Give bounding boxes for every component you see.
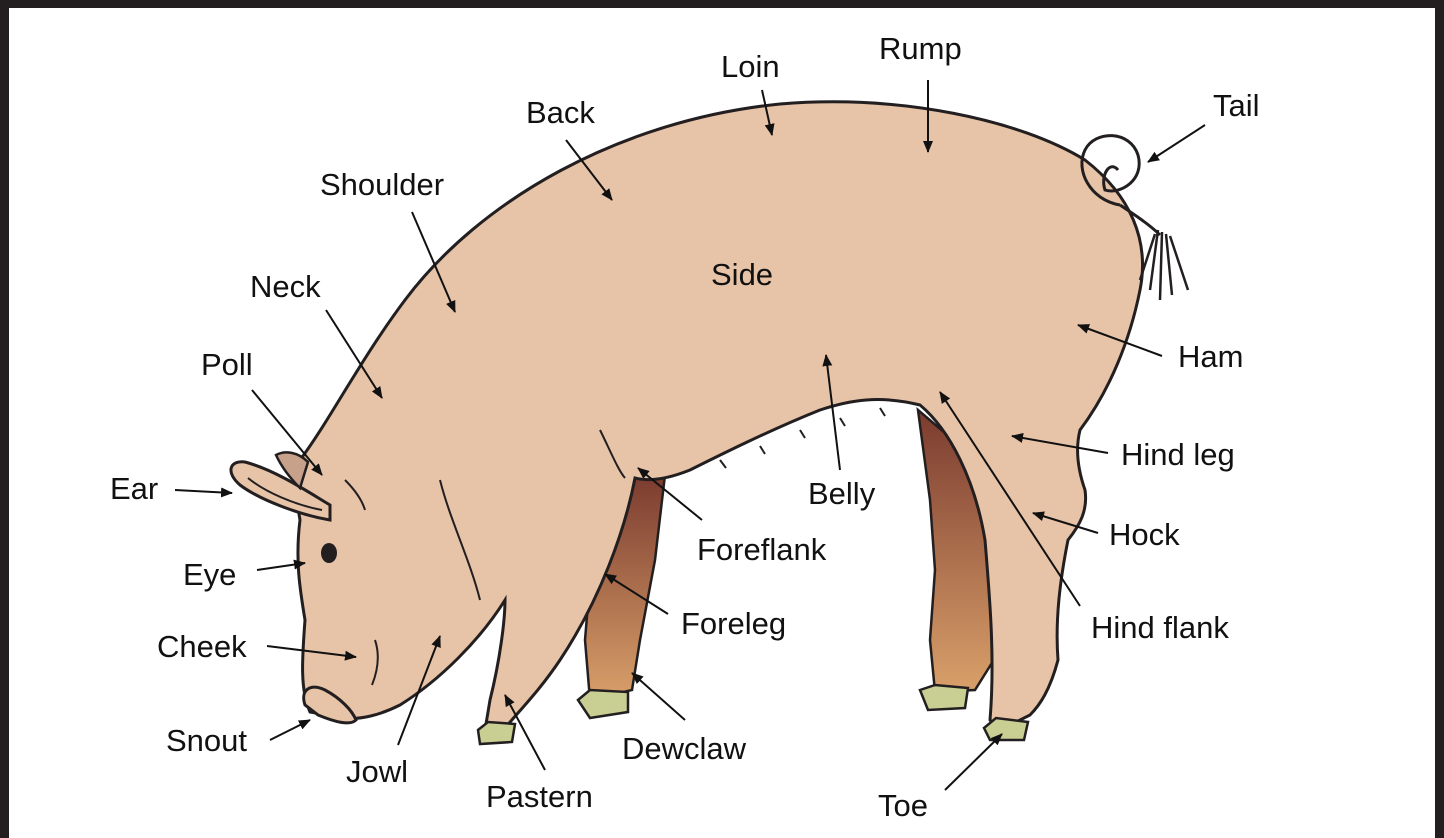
- label-tail: Tail: [1213, 90, 1260, 121]
- near-hind-hoof: [984, 718, 1028, 740]
- label-loin: Loin: [721, 51, 780, 82]
- label-eye: Eye: [183, 559, 236, 590]
- arrow-ear: [175, 490, 232, 493]
- far-foreleg-hoof: [578, 690, 628, 718]
- label-dewclaw: Dewclaw: [622, 733, 746, 764]
- label-snout: Snout: [166, 725, 247, 756]
- label-pastern: Pastern: [486, 781, 593, 812]
- label-foreleg: Foreleg: [681, 608, 786, 639]
- label-ham: Ham: [1178, 341, 1243, 372]
- label-side: Side: [711, 259, 773, 290]
- tail-tassel: [1140, 230, 1188, 300]
- label-toe: Toe: [878, 790, 928, 821]
- label-belly: Belly: [808, 478, 875, 509]
- arrow-toe: [945, 734, 1002, 790]
- label-ear: Ear: [110, 473, 158, 504]
- label-back: Back: [526, 97, 595, 128]
- label-cheek: Cheek: [157, 631, 247, 662]
- far-hindleg-hoof: [920, 685, 968, 710]
- arrow-dewclaw: [632, 673, 685, 720]
- label-hind-flank: Hind flank: [1091, 612, 1229, 643]
- label-rump: Rump: [879, 33, 962, 64]
- label-foreflank: Foreflank: [697, 534, 826, 565]
- label-neck: Neck: [250, 271, 321, 302]
- label-hind-leg: Hind leg: [1121, 439, 1235, 470]
- pig-eye: [321, 543, 337, 563]
- arrow-tail: [1148, 125, 1205, 162]
- label-shoulder: Shoulder: [320, 169, 444, 200]
- label-hock: Hock: [1109, 519, 1180, 550]
- label-poll: Poll: [201, 349, 253, 380]
- label-jowl: Jowl: [346, 756, 408, 787]
- arrow-snout: [270, 720, 310, 740]
- near-front-hoof: [478, 722, 515, 744]
